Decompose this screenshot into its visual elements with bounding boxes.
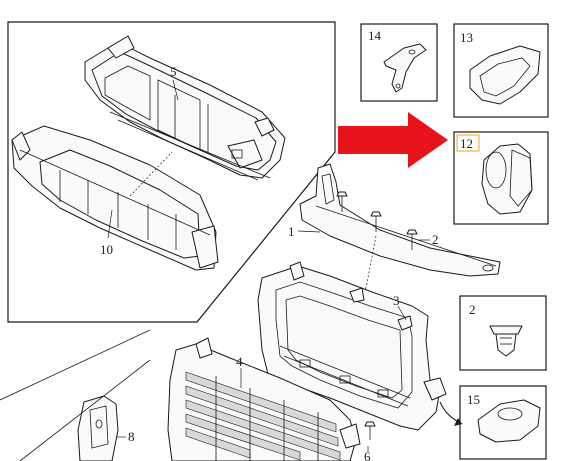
- callout-15: 15: [467, 392, 480, 407]
- box-2-clip[interactable]: 2: [459, 295, 547, 371]
- part-4-grille[interactable]: [167, 337, 361, 461]
- part-1-upper-bar[interactable]: [299, 163, 501, 277]
- callout-12: 12: [460, 136, 473, 151]
- part-6-screw[interactable]: [364, 421, 376, 440]
- callout-3: 3: [393, 293, 400, 308]
- pointer-arrowhead-15: [454, 418, 462, 426]
- inset-panel: 5 10: [7, 21, 336, 323]
- box-12-highlight-frame: [456, 134, 480, 152]
- callout-13: 13: [460, 30, 473, 45]
- callout-14: 14: [368, 28, 382, 43]
- callout-6: 6: [364, 449, 371, 461]
- callout-1: 1: [288, 224, 295, 239]
- callout-8: 8: [128, 429, 135, 444]
- part-2-screws[interactable]: [336, 191, 418, 250]
- callout-4: 4: [236, 354, 243, 369]
- context-line-1: [0, 329, 151, 401]
- guide-line-1: [363, 235, 377, 299]
- box-12-fog-lamp-housing[interactable]: 12: [453, 131, 549, 225]
- callout-2-box: 2: [469, 302, 476, 317]
- part-5-support-frame[interactable]: [84, 35, 286, 181]
- box-15-cap[interactable]: 15: [459, 385, 547, 460]
- red-arrow: [338, 112, 448, 168]
- callout-2: 2: [432, 232, 439, 247]
- callout-10: 10: [100, 242, 113, 257]
- box-13-cover[interactable]: 13: [453, 23, 549, 118]
- part-8-bracket[interactable]: [77, 395, 119, 461]
- part-10-air-deflector[interactable]: [11, 125, 219, 271]
- callout-5: 5: [170, 64, 177, 79]
- box-14-bracket[interactable]: 14: [360, 23, 438, 102]
- context-line-2: [19, 359, 151, 461]
